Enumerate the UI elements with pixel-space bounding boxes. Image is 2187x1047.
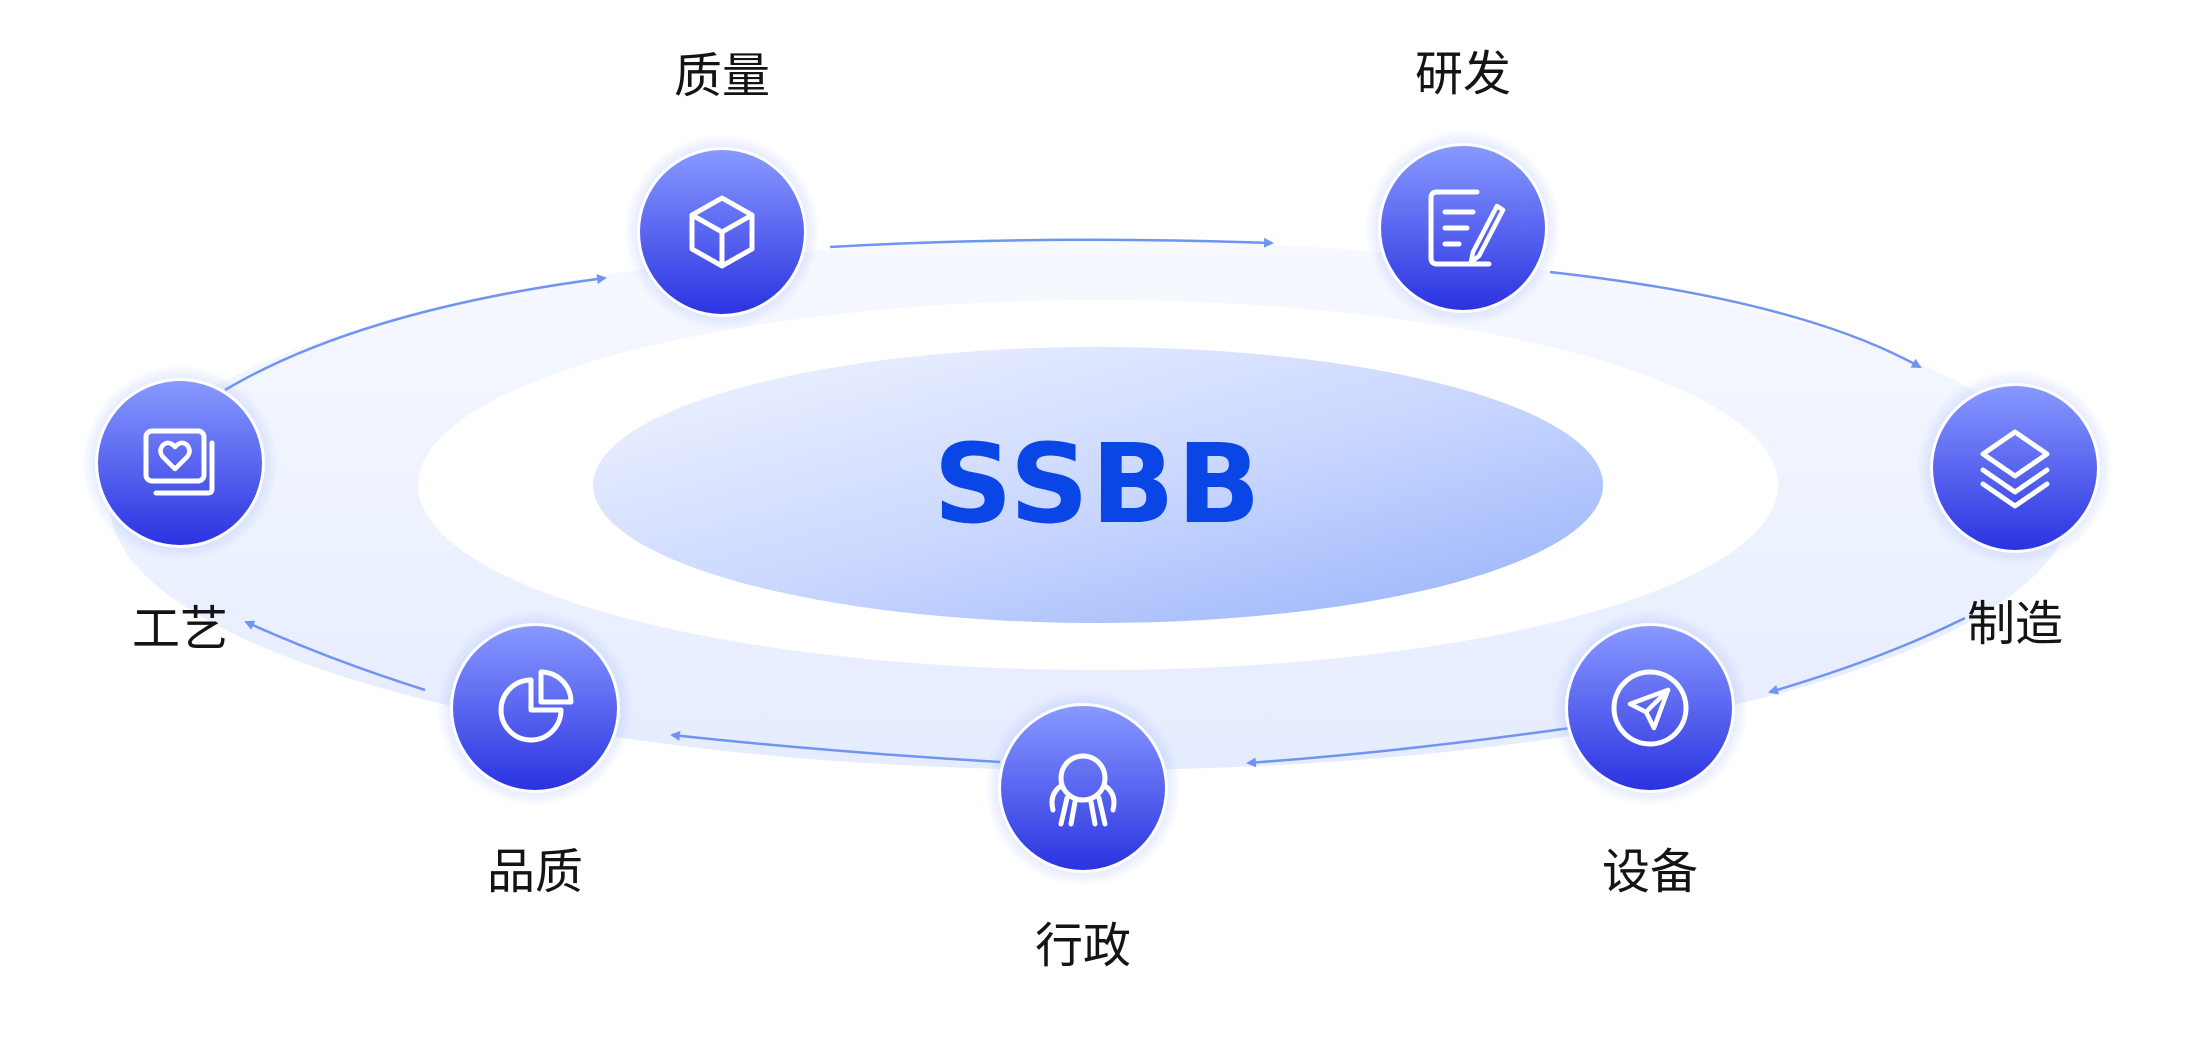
node-manufacturing: 制造	[1917, 370, 2113, 652]
node-label-product-quality: 品质	[487, 844, 583, 900]
center-title: SSBB	[933, 420, 1262, 548]
node-quality: 质量	[624, 48, 820, 330]
arrow-manufacturing-to-equipment	[1768, 616, 1966, 695]
arrow-equipment-to-administration	[1246, 726, 1571, 768]
node-label-quality: 质量	[674, 48, 770, 104]
paper-plane-icon	[1611, 669, 1689, 747]
pie-chart-icon	[498, 669, 574, 743]
arrow-process-to-quality	[224, 274, 607, 392]
node-label-administration: 行政	[1035, 918, 1131, 974]
arrow-quality-to-rnd	[829, 237, 1274, 249]
node-product-quality: 品质	[437, 610, 633, 900]
node-label-equipment: 设备	[1602, 844, 1698, 900]
layers-icon	[1980, 429, 2050, 509]
node-circle	[1001, 706, 1165, 870]
cube-icon	[689, 195, 755, 269]
inner-ellipse	[593, 347, 1603, 623]
heart-photos-icon	[143, 428, 215, 496]
node-label-manufacturing: 制造	[1967, 596, 2063, 652]
node-rnd: 研发	[1365, 46, 1561, 326]
node-process: 工艺	[82, 365, 278, 657]
node-equipment: 设备	[1552, 610, 1748, 900]
node-administration: 行政	[985, 690, 1181, 974]
arrow-rnd-to-manufacturing	[1549, 270, 1922, 369]
node-label-rnd: 研发	[1415, 46, 1511, 102]
document-edit-icon	[1428, 189, 1506, 267]
arrow-administration-to-product-quality	[670, 730, 1001, 764]
team-icon	[1049, 753, 1117, 827]
flow-arrows	[224, 237, 1966, 768]
node-circle	[1933, 386, 2097, 550]
node-label-process: 工艺	[132, 601, 228, 657]
arrow-product-quality-to-process	[244, 620, 426, 692]
